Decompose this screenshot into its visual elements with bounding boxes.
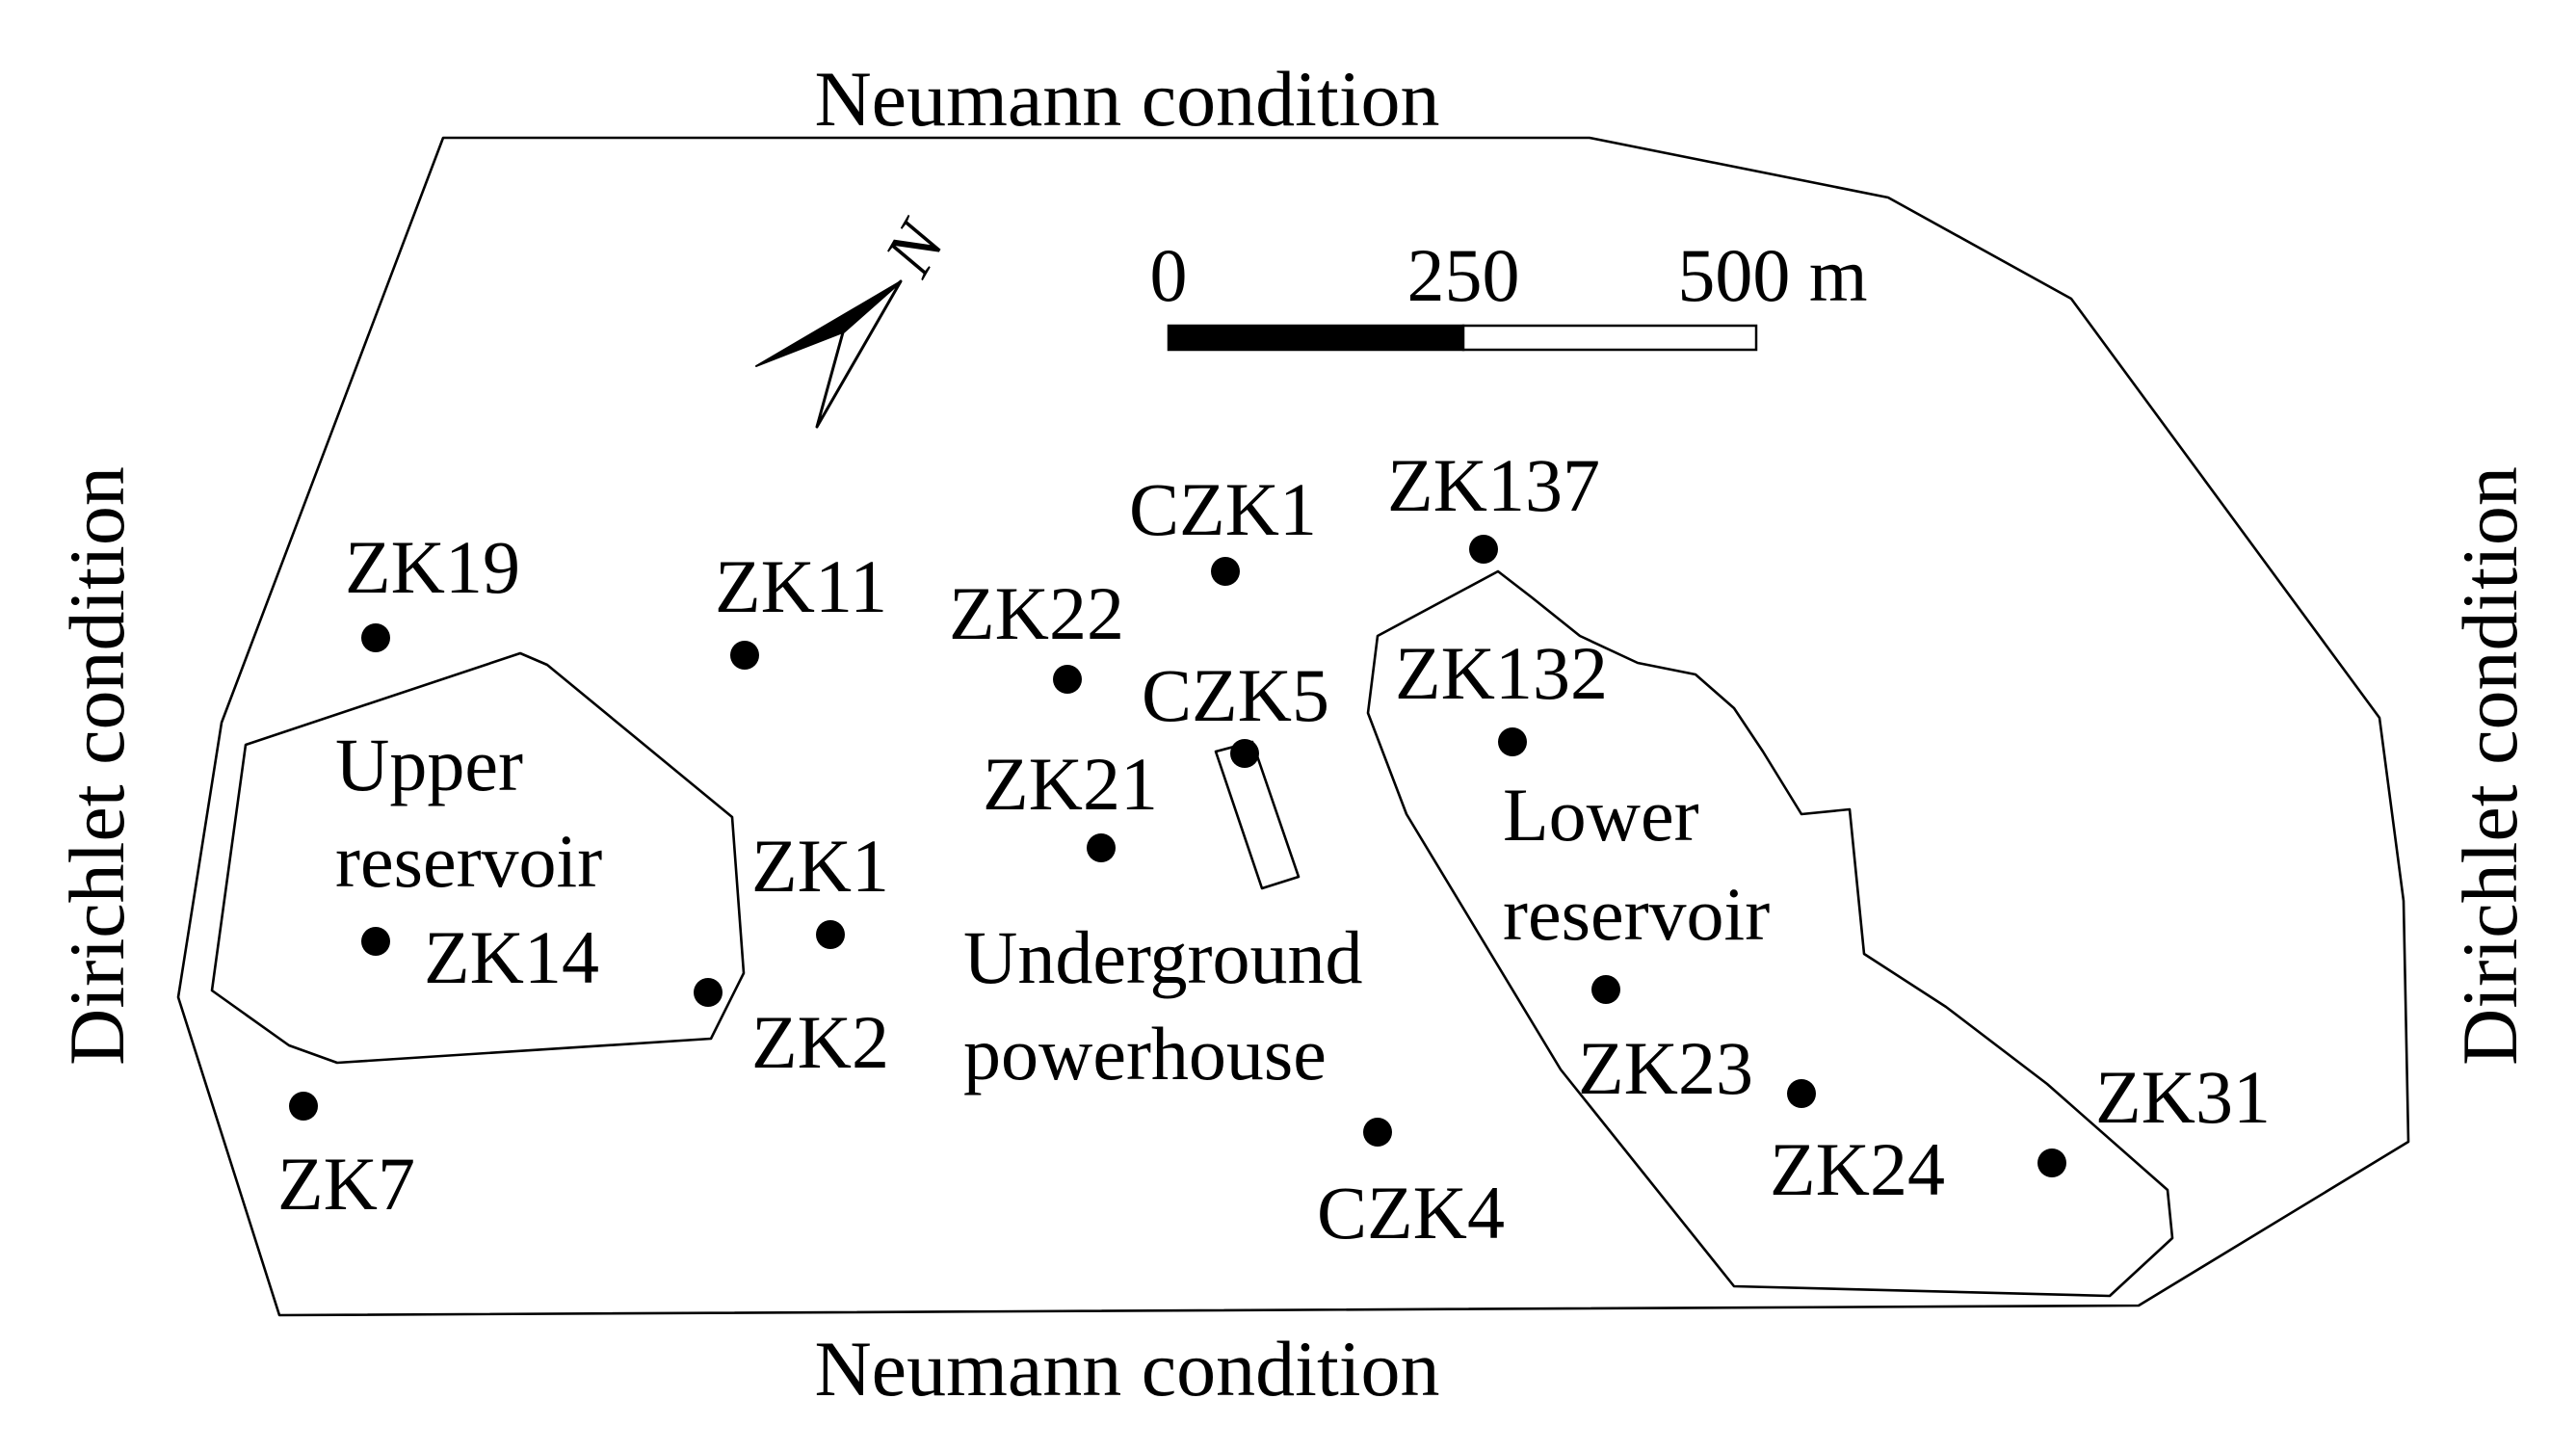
well-marker-zk11 bbox=[730, 641, 759, 670]
borehole-labels: ZK19 ZK11 ZK22 CZK1 ZK137 ZK132 CZK5 ZK2… bbox=[277, 443, 2271, 1254]
well-marker-zk14 bbox=[361, 927, 390, 956]
well-marker-zk7 bbox=[289, 1092, 318, 1121]
well-label-czk4: CZK4 bbox=[1317, 1171, 1505, 1254]
north-arrow-label: N bbox=[869, 206, 961, 289]
underground-powerhouse-label-line2: powerhouse bbox=[963, 1012, 1327, 1096]
well-label-zk19: ZK19 bbox=[345, 525, 520, 609]
well-marker-zk21 bbox=[1087, 833, 1116, 862]
well-marker-zk19 bbox=[361, 623, 390, 652]
well-marker-zk22 bbox=[1053, 665, 1082, 694]
well-marker-zk132 bbox=[1498, 727, 1527, 756]
well-marker-zk137 bbox=[1469, 535, 1498, 564]
well-marker-czk5 bbox=[1230, 739, 1259, 768]
well-label-zk2: ZK2 bbox=[751, 1000, 889, 1084]
well-marker-zk24 bbox=[1787, 1079, 1816, 1108]
well-marker-czk1 bbox=[1211, 557, 1240, 586]
well-label-zk22: ZK22 bbox=[949, 571, 1124, 655]
underground-powerhouse-outline bbox=[1214, 740, 1301, 890]
scale-bar: 0 250 500 m bbox=[1150, 233, 1868, 352]
right-boundary-label: Dirichlet condition bbox=[2446, 466, 2534, 1066]
well-label-zk21: ZK21 bbox=[983, 742, 1158, 826]
well-label-czk5: CZK5 bbox=[1142, 653, 1329, 737]
bottom-boundary-label: Neumann condition bbox=[814, 1325, 1439, 1412]
well-label-zk137: ZK137 bbox=[1387, 443, 1600, 527]
scale-label-250: 250 bbox=[1407, 233, 1520, 317]
north-arrow-icon: N bbox=[755, 206, 961, 429]
well-marker-zk23 bbox=[1591, 975, 1620, 1004]
lower-reservoir-outline bbox=[1366, 569, 2174, 1298]
left-boundary-label: Dirichlet condition bbox=[53, 466, 141, 1066]
well-label-zk31: ZK31 bbox=[2095, 1055, 2271, 1139]
scale-label-500: 500 m bbox=[1677, 233, 1867, 317]
lower-reservoir-label-line2: reservoir bbox=[1503, 872, 1770, 956]
underground-powerhouse-label-line1: Underground bbox=[963, 915, 1363, 999]
model-domain-boundary bbox=[176, 136, 2410, 1317]
upper-reservoir-label-line2: reservoir bbox=[335, 819, 602, 903]
well-label-zk23: ZK23 bbox=[1578, 1026, 1753, 1110]
well-label-zk24: ZK24 bbox=[1770, 1127, 1945, 1211]
well-label-zk1: ZK1 bbox=[751, 824, 889, 908]
scale-label-0: 0 bbox=[1150, 233, 1188, 317]
well-marker-zk2 bbox=[694, 978, 723, 1007]
well-label-czk1: CZK1 bbox=[1129, 467, 1317, 551]
upper-reservoir-label-line1: Upper bbox=[335, 723, 523, 806]
borehole-markers bbox=[289, 535, 2066, 1177]
well-label-zk132: ZK132 bbox=[1395, 631, 1608, 715]
well-marker-zk1 bbox=[816, 920, 845, 949]
upper-reservoir-outline bbox=[210, 651, 746, 1065]
well-marker-czk4 bbox=[1363, 1118, 1392, 1147]
top-boundary-label: Neumann condition bbox=[814, 55, 1439, 143]
well-label-zk11: ZK11 bbox=[715, 544, 887, 628]
well-label-zk14: ZK14 bbox=[424, 915, 599, 999]
well-label-zk7: ZK7 bbox=[277, 1142, 415, 1226]
lower-reservoir-label-line1: Lower bbox=[1503, 773, 1699, 857]
well-marker-zk31 bbox=[2037, 1148, 2066, 1177]
